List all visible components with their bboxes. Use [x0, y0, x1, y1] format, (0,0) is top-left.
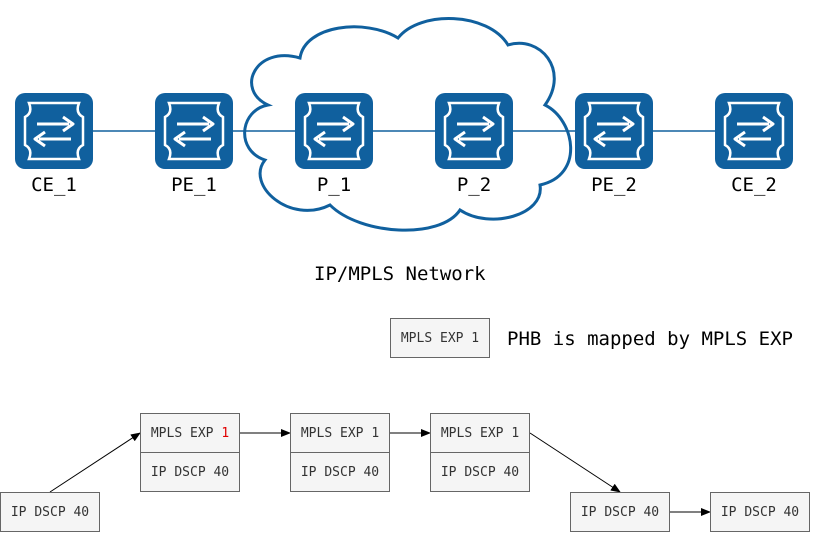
router-icon[interactable]	[153, 91, 235, 171]
device-label-pe1: PE_1	[171, 174, 217, 196]
mpls-exp-label: MPLS EXP	[150, 425, 214, 441]
pe1-mpls-header: MPLS EXP 1	[140, 413, 240, 453]
router-icon[interactable]	[293, 91, 375, 171]
pe2-packet: IP DSCP 40	[570, 492, 670, 532]
arrow-ingress-to-pe1	[49, 432, 141, 493]
device-label-p1: P_1	[316, 174, 352, 196]
device-label-ce1: CE_1	[31, 174, 77, 196]
ce2-packet: IP DSCP 40	[710, 492, 810, 532]
device-label-p2: P_2	[456, 174, 492, 196]
ingress-packet: IP DSCP 40	[0, 492, 100, 532]
router-icon[interactable]	[13, 91, 95, 171]
router-icon[interactable]	[573, 91, 655, 171]
p1-mpls-header: MPLS EXP 1	[290, 413, 390, 453]
router-icon[interactable]	[713, 91, 795, 171]
mpls-exp-value: 1	[511, 425, 520, 441]
p2-mpls-header: MPLS EXP 1	[430, 413, 530, 453]
mpls-exp-value: 1	[221, 425, 230, 441]
p2-ip-header: IP DSCP 40	[430, 452, 530, 492]
p1-ip-header: IP DSCP 40	[290, 452, 390, 492]
mpls-cloud	[243, 17, 573, 232]
mpls-exp-value: 1	[371, 425, 380, 441]
arrow-p2-to-pe2	[529, 432, 621, 493]
legend-description: PHB is mapped by MPLS EXP	[507, 328, 793, 350]
device-label-ce2: CE_2	[731, 174, 777, 196]
pe1-ip-header: IP DSCP 40	[140, 452, 240, 492]
router-icon[interactable]	[433, 91, 515, 171]
mpls-exp-label: MPLS EXP	[440, 425, 504, 441]
device-label-pe2: PE_2	[591, 174, 637, 196]
network-title: IP/MPLS Network	[314, 263, 486, 285]
legend-box: MPLS EXP 1	[390, 318, 490, 358]
mpls-exp-label: MPLS EXP	[300, 425, 364, 441]
